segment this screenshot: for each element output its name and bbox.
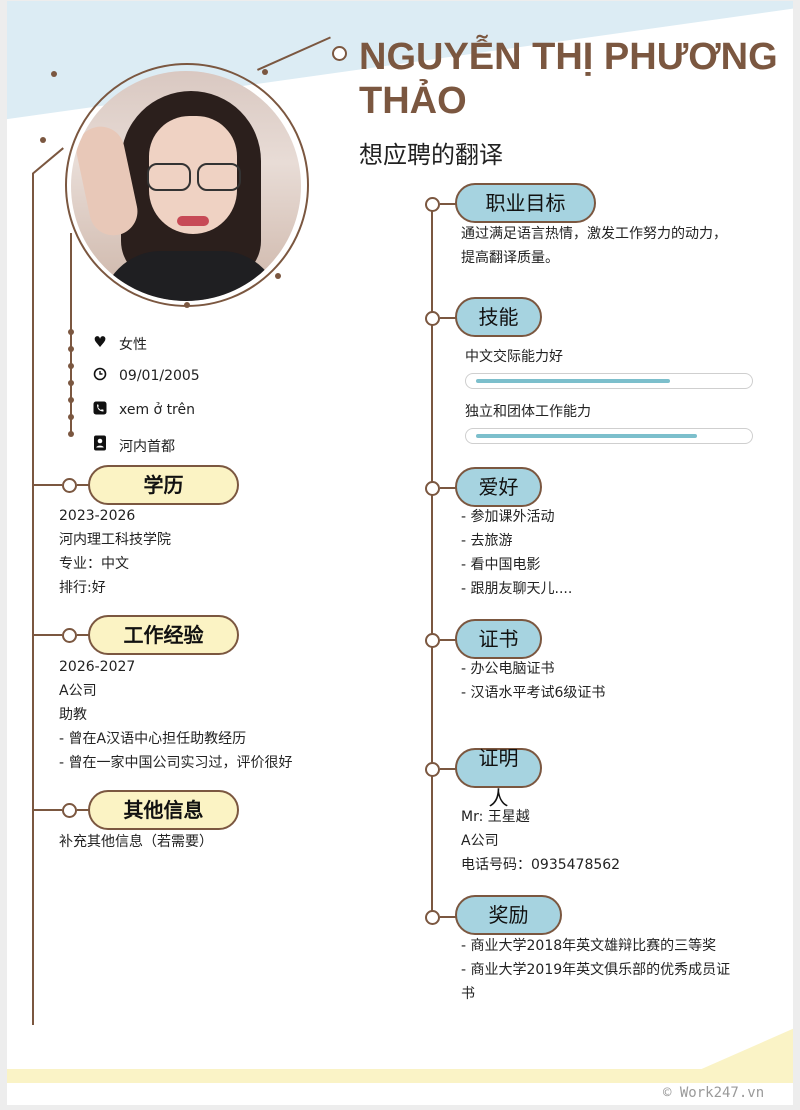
info-dot: [68, 363, 74, 369]
education-node: [62, 478, 77, 493]
references-connector: [440, 768, 456, 770]
info-dot: [68, 380, 74, 386]
candidate-name: NGUYỄN THỊ PHƯƠNG THẢO: [359, 36, 778, 122]
info-dot: [68, 397, 74, 403]
certificates-connector: [440, 639, 456, 641]
other-line: 补充其他信息（若需要）: [59, 834, 213, 850]
info-dot: [68, 346, 74, 352]
skills-heading: 技能: [455, 297, 542, 337]
skill-label: 中文交际能力好: [465, 349, 563, 365]
award-line: - 商业大学2019年英文俱乐部的优秀成员证: [461, 962, 731, 978]
address-text: 河内首都: [119, 439, 175, 455]
experience-connector: [77, 634, 89, 636]
certificates-heading: 证书: [455, 619, 542, 659]
reference-line: Mr: 王星越: [461, 809, 530, 825]
experience-line: A公司: [59, 683, 97, 699]
awards-connector: [440, 916, 456, 918]
clock-icon: [91, 367, 109, 385]
info-dot: [68, 431, 74, 437]
watermark-text: © Work247.vn: [663, 1085, 765, 1101]
certificate-line: - 汉语水平考试6级证书: [461, 685, 606, 701]
hobbies-connector: [440, 487, 456, 489]
skill-fill: [476, 379, 670, 383]
hobbies-heading: 爱好: [455, 467, 542, 507]
profile-photo: [71, 71, 301, 301]
certificates-node: [425, 633, 440, 648]
hobby-line: - 去旅游: [461, 533, 513, 549]
references-heading: 证明人: [478, 746, 519, 810]
contact-card-icon: [91, 435, 109, 453]
education-connector: [77, 484, 89, 486]
education-line: 2023-2026: [59, 508, 136, 524]
awards-heading: 奖励: [455, 895, 562, 935]
experience-heading: 工作经验: [88, 615, 239, 655]
decor-dot: [51, 71, 57, 77]
award-line: - 商业大学2018年英文雄辩比赛的三等奖: [461, 938, 717, 954]
skill-bar: [465, 428, 753, 444]
education-line: 专业：中文: [59, 556, 129, 572]
education-heading: 学历: [88, 465, 239, 505]
experience-line: 助教: [59, 707, 87, 723]
other-heading: 其他信息: [88, 790, 239, 830]
objective-line: 通过满足语言热情，激发工作努力的动力，: [461, 226, 727, 242]
education-connector: [32, 484, 62, 486]
reference-line: 电话号码：0935478562: [461, 857, 621, 873]
references-node: [425, 762, 440, 777]
skills-connector: [440, 317, 456, 319]
phone-text: xem ở trên: [119, 402, 195, 418]
left-timeline-line: [32, 173, 34, 1025]
skill-label: 独立和团体工作能力: [465, 404, 591, 420]
skills-node: [425, 311, 440, 326]
heart-icon: ♥: [93, 333, 107, 351]
objective-heading: 职业目标: [455, 183, 596, 223]
decor-dot: [275, 273, 281, 279]
skill-bar: [465, 373, 753, 389]
other-connector: [32, 809, 62, 811]
hobbies-node: [425, 481, 440, 496]
hobby-line: - 看中国电影: [461, 557, 541, 573]
hobby-line: - 参加课外活动: [461, 509, 555, 525]
skill-fill: [476, 434, 697, 438]
awards-node: [425, 910, 440, 925]
photo-frame: [65, 63, 309, 307]
education-line: 排行:好: [59, 580, 106, 596]
references-heading-pill: 证明人: [455, 746, 542, 810]
resume-page: NGUYỄN THỊ PHƯƠNG THẢO 想应聘的翻译 ♥ 女性 09/01…: [7, 1, 793, 1105]
right-timeline-line: [431, 204, 433, 917]
phone-icon: [91, 401, 109, 419]
objective-connector: [440, 203, 456, 205]
objective-node: [425, 197, 440, 212]
decor-dot: [40, 137, 46, 143]
info-dot: [68, 414, 74, 420]
experience-line: 2026-2027: [59, 659, 136, 675]
experience-line: - 曾在A汉语中心担任助教经历: [59, 731, 247, 747]
other-node: [62, 803, 77, 818]
info-dot: [68, 329, 74, 335]
objective-line: 提高翻译质量。: [461, 250, 559, 266]
reference-line: A公司: [461, 833, 499, 849]
birthdate-text: 09/01/2005: [119, 368, 200, 384]
other-connector: [77, 809, 89, 811]
desired-position: 想应聘的翻译: [359, 141, 503, 169]
footer-decor-band: [7, 1069, 793, 1083]
gender-text: 女性: [119, 337, 147, 353]
experience-connector: [32, 634, 62, 636]
hobby-line: - 跟朋友聊天儿....: [461, 581, 573, 597]
decor-dot: [262, 69, 268, 75]
experience-node: [62, 628, 77, 643]
education-line: 河内理工科技学院: [59, 532, 171, 548]
award-line: 书: [461, 986, 475, 1002]
name-node: [332, 46, 347, 61]
experience-line: - 曾在一家中国公司实习过，评价很好: [59, 755, 293, 771]
footer-decor-triangle: [697, 1027, 793, 1071]
certificate-line: - 办公电脑证书: [461, 661, 555, 677]
